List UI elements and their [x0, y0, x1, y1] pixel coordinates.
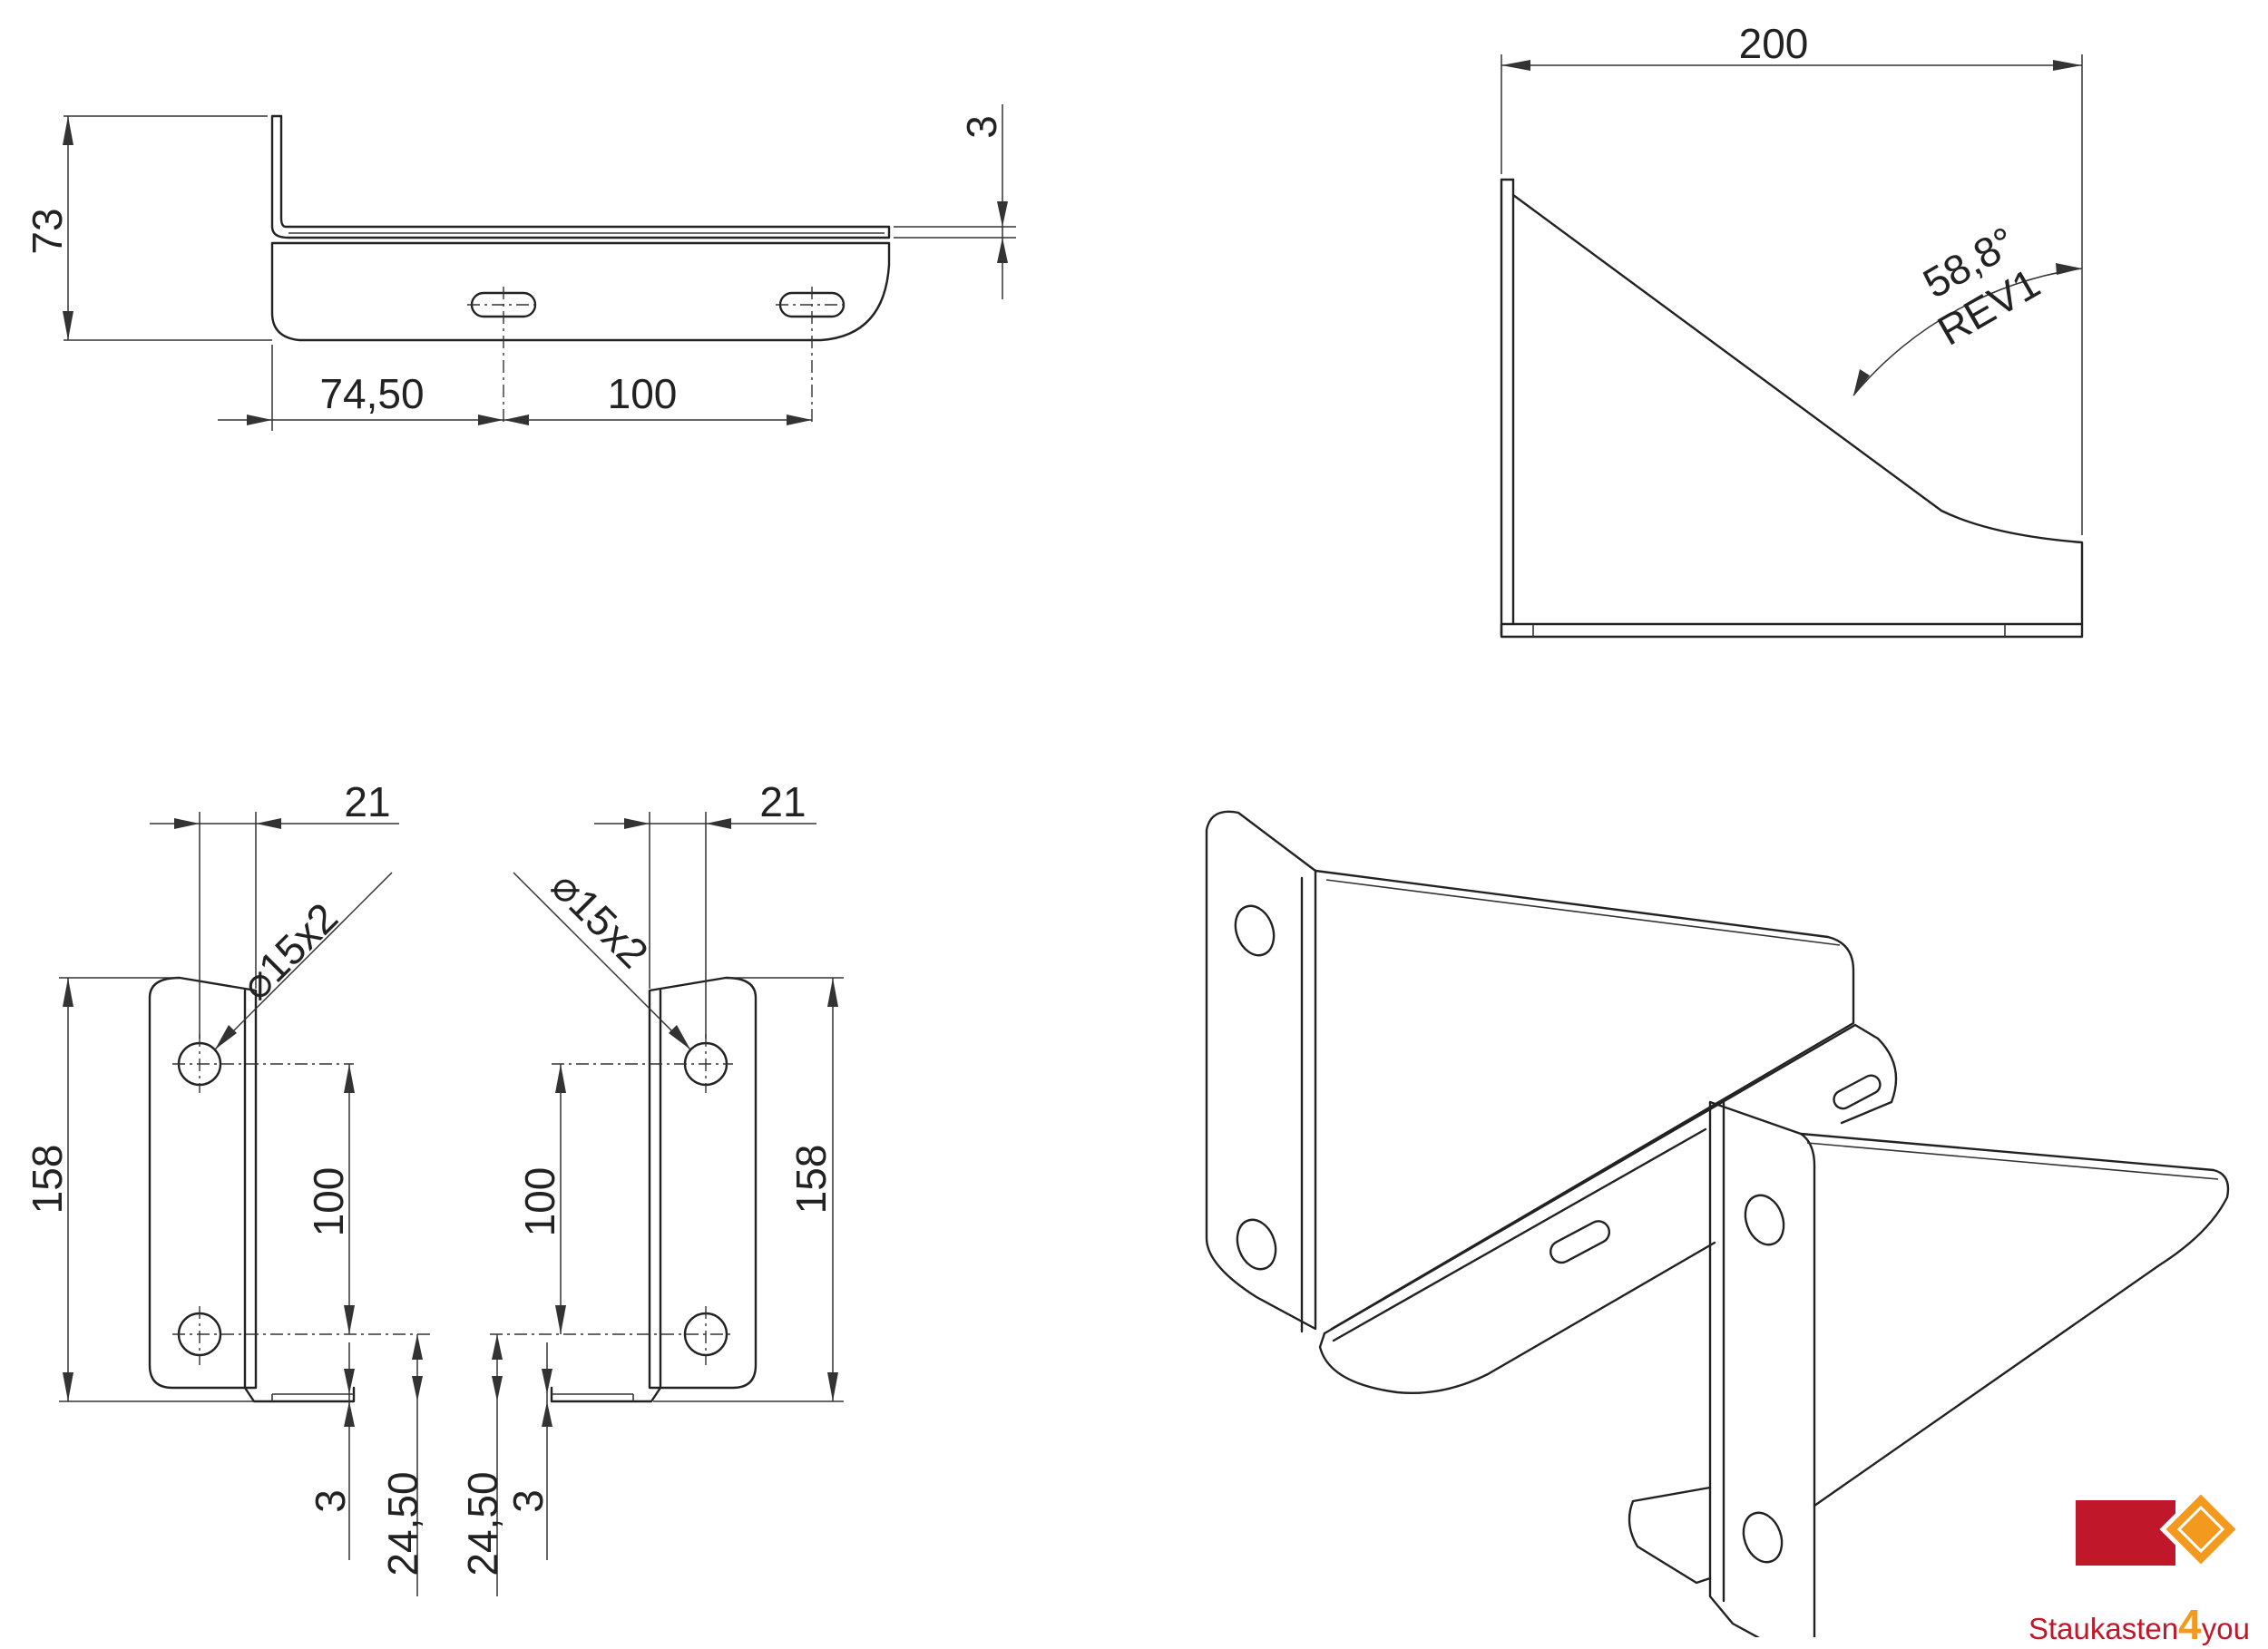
brand-name-part3: you [2201, 1612, 2250, 1645]
brand-logo-mark [2076, 1488, 2243, 1571]
right-thickness-dim: 3 [504, 1489, 552, 1513]
right-height-dim: 158 [787, 1145, 835, 1215]
side-slot-pitch-dim: 100 [608, 370, 678, 417]
right-offset-dim: 24,50 [459, 1471, 506, 1576]
iso-left-base [1323, 1023, 1898, 1335]
iso-right-gusset [1799, 1132, 2230, 1508]
side-view-outline [270, 114, 891, 239]
left-hole-note: ⌀15x2 [231, 893, 347, 1009]
right-hole-pitch-dim: 100 [516, 1167, 563, 1237]
right-edge-dim: 21 [759, 778, 806, 825]
side-height-dim: 73 [24, 208, 71, 254]
top-view: 200 58,8° REV1 [1500, 20, 2084, 639]
isometric-view [1205, 810, 2230, 1637]
brand-name-part1: Staukasten [2028, 1612, 2179, 1645]
right-flange-outline [648, 976, 758, 1390]
left-edge-dim: 21 [344, 778, 390, 825]
left-thickness-dim: 3 [307, 1489, 354, 1513]
gusset-edge [1511, 193, 2084, 626]
left-flange-outline [148, 976, 258, 1390]
side-view-base-plate [270, 241, 891, 342]
side-view: 73 3 74,50 100 [24, 104, 1016, 431]
side-offset-dim: 74,50 [319, 370, 424, 417]
left-hole-pitch-dim: 100 [305, 1167, 352, 1237]
iso-left-gusset [1314, 869, 1855, 1331]
top-base-plate [1500, 622, 2084, 639]
left-flange-view: 21 ⌀15x2 158 100 3 24,50 [24, 778, 431, 1596]
right-flange-view: 21 ⌀15x2 158 100 3 24,50 [459, 778, 844, 1596]
brand-name-part2: 4 [2178, 1601, 2202, 1648]
top-width-dim: 200 [1739, 20, 1809, 67]
iso-right-flange [1708, 1100, 1816, 1637]
left-height-dim: 158 [24, 1145, 71, 1215]
brand-logo-text: Staukasten4you [2028, 1600, 2250, 1649]
brand-logo: Staukasten4you [2028, 1484, 2259, 1648]
side-thickness-dim: 3 [958, 115, 1005, 139]
left-offset-dim: 24,50 [379, 1471, 426, 1576]
iso-left-flange [1205, 810, 1317, 1331]
